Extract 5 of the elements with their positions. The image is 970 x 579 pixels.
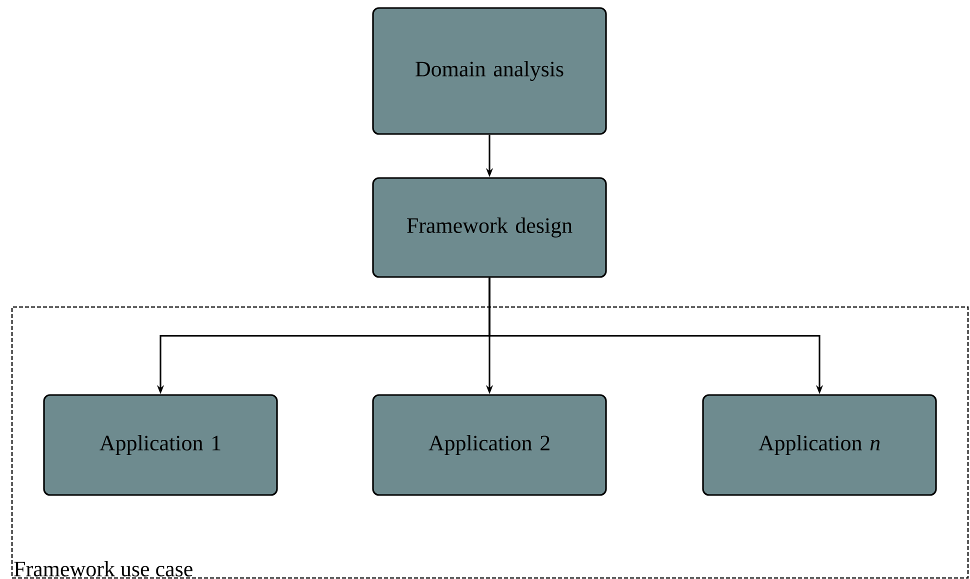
process-box: Application n [702,394,937,496]
process-box: Application 1 [43,394,278,496]
process-box: Framework design [372,177,607,278]
process-box: Application 2 [372,394,607,496]
process-box: Domain analysis [372,7,607,135]
